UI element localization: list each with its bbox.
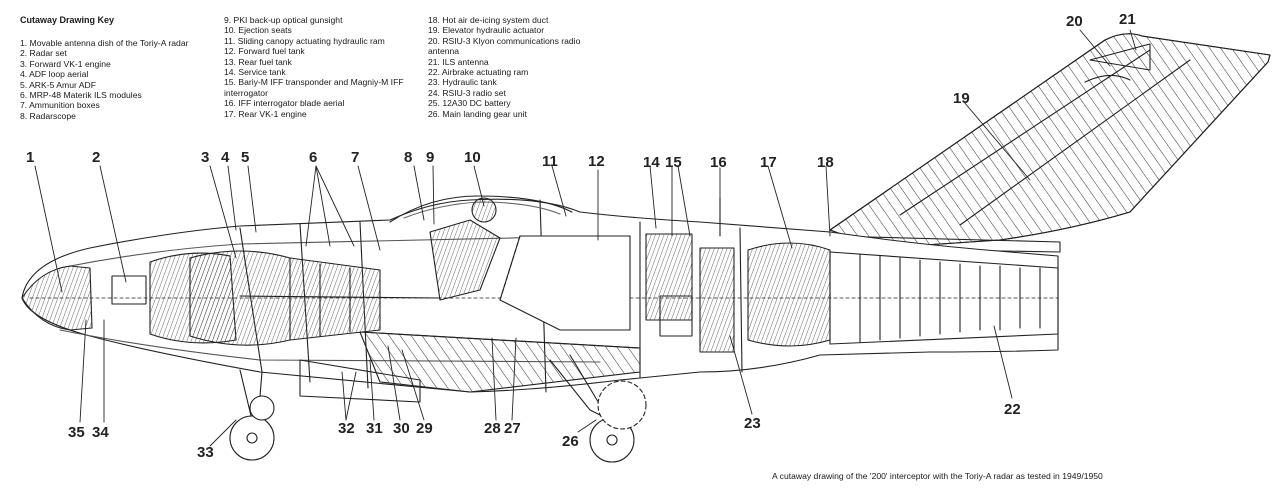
key-title: Cutaway Drawing Key — [20, 15, 115, 25]
key-item: 17. Rear VK-1 engine — [224, 108, 307, 119]
callout-27: 27 — [504, 420, 521, 437]
callout-34: 34 — [92, 424, 109, 441]
callout-26: 26 — [562, 433, 579, 450]
nose-landing-gear — [229, 369, 275, 461]
callout-35: 35 — [68, 424, 85, 441]
forward-engine — [189, 250, 441, 346]
key-item: 1. Movable antenna dish of the Toriy-A r… — [20, 38, 189, 48]
callout-9: 9 — [426, 149, 434, 166]
key-item: 22. Airbrake actuating ram — [428, 67, 529, 78]
key-item: 23. Hydraulic tank — [428, 77, 497, 88]
key-item: 21. ILS antenna — [428, 56, 489, 67]
key-item: 16. IFF interrogator blade aerial — [224, 98, 345, 109]
tail-fin — [829, 33, 1271, 249]
callout-20: 20 — [1066, 13, 1083, 30]
key-item: 13. Rear fuel tank — [224, 56, 292, 67]
key-item: 11. Sliding canopy actuating hydraulic r… — [224, 35, 385, 46]
callout-19: 19 — [953, 90, 970, 107]
callout-29: 29 — [416, 420, 433, 437]
callout-15: 15 — [665, 154, 682, 171]
callout-21: 21 — [1119, 11, 1136, 28]
key-column-3: 18. Hot air de-icing system duct 19. Ele… — [428, 15, 633, 119]
main-landing-gear — [549, 354, 647, 463]
key-item: 3. Forward VK-1 engine — [20, 58, 111, 69]
key-item: 15. Bariy-M IFF transponder and Magniy-M… — [224, 77, 404, 88]
key-item: 24. RSIU-3 radio set — [428, 87, 506, 98]
key-item: antenna — [428, 46, 460, 57]
key-item: 25. 12A30 DC battery — [428, 98, 511, 109]
key-column-2: 9. PKI back-up optical gunsight 10. Ejec… — [224, 15, 404, 119]
callout-22: 22 — [1004, 401, 1021, 418]
callout-23: 23 — [744, 415, 761, 432]
key-item: 26. Main landing gear unit — [428, 108, 527, 119]
equipment-bay — [645, 197, 735, 353]
key-item: 19. Elevator hydraulic actuator — [428, 25, 545, 36]
callout-30: 30 — [393, 420, 410, 437]
callout-5: 5 — [241, 149, 249, 166]
callout-32: 32 — [338, 420, 355, 437]
callout-10: 10 — [464, 149, 481, 166]
callout-14: 14 — [643, 154, 660, 171]
key-item: 7. Ammunition boxes — [20, 100, 100, 111]
key-item: 20. RSIU-3 Klyon communications radio — [428, 35, 581, 46]
callout-28: 28 — [484, 420, 501, 437]
wing-structure — [299, 331, 641, 403]
key-item: 9. PKI back-up optical gunsight — [224, 15, 343, 25]
callout-2: 2 — [92, 149, 100, 166]
key-item: 4. ADF loop aerial — [20, 69, 89, 80]
callout-11: 11 — [542, 153, 558, 170]
key-column-1: 1. Movable antenna dish of the Toriy-A r… — [20, 38, 188, 121]
leader-lines — [34, 29, 1137, 447]
key-item: 14. Service tank — [224, 67, 286, 78]
key-item: 5. ARK-5 Amur ADF — [20, 79, 96, 90]
key-item: 6. MRP-48 Materik ILS modules — [20, 90, 142, 101]
callout-4: 4 — [221, 149, 230, 166]
callout-17: 17 — [760, 154, 777, 171]
figure-caption: A cutaway drawing of the '200' intercept… — [772, 471, 1103, 481]
callout-6: 6 — [309, 149, 317, 166]
key-item: 10. Ejection seats — [224, 25, 292, 36]
key-item: 12. Forward fuel tank — [224, 46, 305, 57]
callout-16: 16 — [710, 154, 727, 171]
callout-31: 31 — [366, 420, 383, 437]
key-item: interrogator — [224, 87, 268, 98]
key-item: 18. Hot air de-icing system duct — [428, 15, 549, 25]
cockpit — [389, 195, 573, 301]
callout-8: 8 — [404, 149, 412, 166]
key-item: 2. Radar set — [20, 48, 67, 59]
callout-33: 33 — [197, 444, 214, 461]
key-item: 8. Radarscope — [20, 110, 76, 121]
callout-7: 7 — [351, 149, 359, 166]
callout-12: 12 — [588, 153, 605, 170]
callout-3: 3 — [201, 149, 209, 166]
callout-1: 1 — [26, 149, 34, 166]
forward-fuel-tank — [499, 235, 631, 331]
callout-numbers: 1 2 3 4 5 6 7 8 9 10 11 12 14 15 16 17 1… — [26, 11, 1136, 461]
rear-engine — [747, 242, 1059, 347]
callout-18: 18 — [817, 154, 834, 171]
